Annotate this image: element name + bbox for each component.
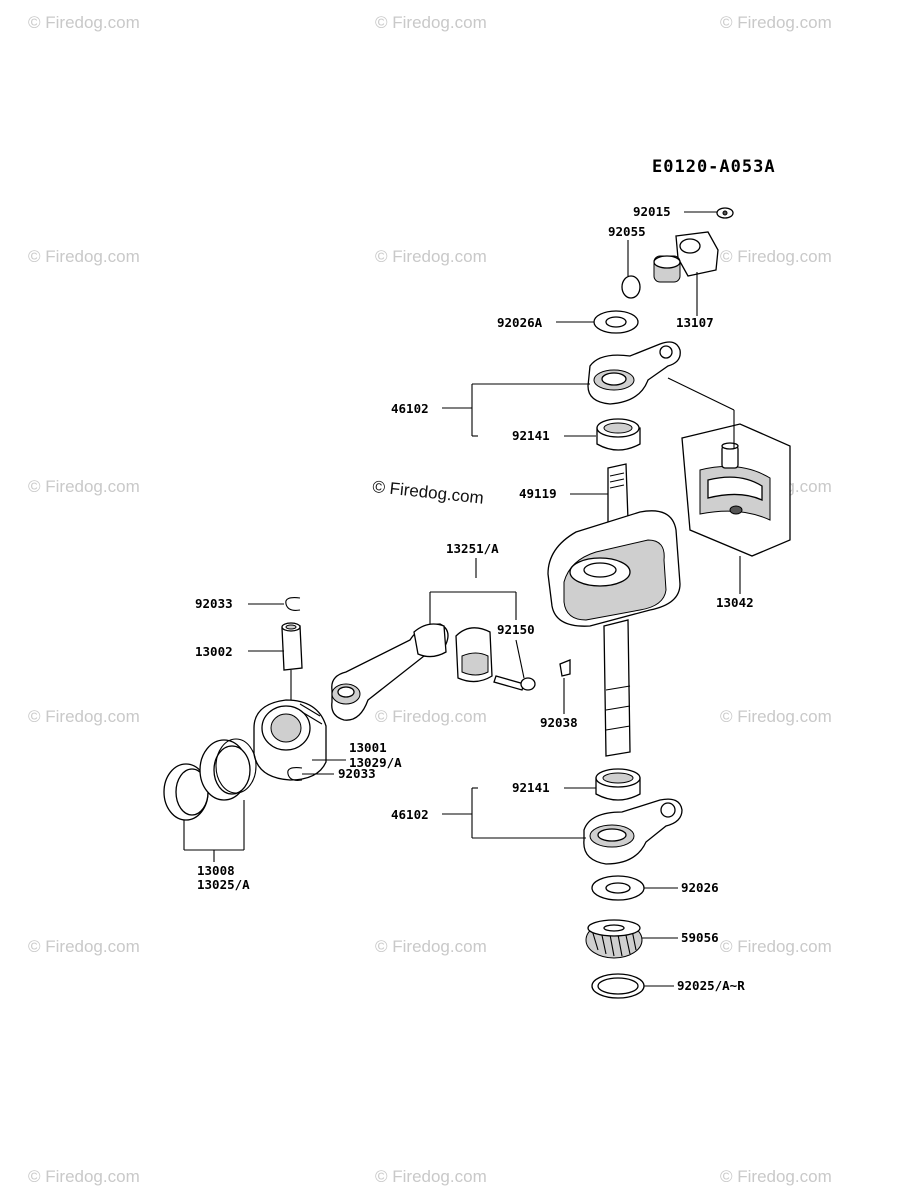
- label-92141-bot[interactable]: 92141: [512, 780, 550, 795]
- center-watermark: © Firedog.com: [372, 477, 485, 508]
- diagram-code: E0120-A053A: [652, 157, 776, 177]
- label-92026[interactable]: 92026: [681, 880, 719, 895]
- part-92055-drawing: [621, 275, 641, 299]
- part-13008-drawing: [163, 738, 257, 821]
- label-46102-bot[interactable]: 46102: [391, 807, 429, 822]
- watermark: © Firedog.com: [375, 707, 487, 726]
- watermark-grid: © Firedog.com © Firedog.com © Firedog.co…: [28, 13, 832, 1186]
- part-46102-top-drawing: [587, 341, 681, 405]
- label-13251A[interactable]: 13251/A: [446, 541, 499, 556]
- label-13042[interactable]: 13042: [716, 595, 754, 610]
- part-59056-drawing: [585, 919, 643, 959]
- label-46102-top[interactable]: 46102: [391, 401, 429, 416]
- label-92015[interactable]: 92015: [633, 204, 671, 219]
- part-13042-drawing: [681, 423, 791, 557]
- watermark: © Firedog.com: [375, 13, 487, 32]
- part-13251A-drawing: [331, 623, 493, 721]
- watermark: © Firedog.com: [375, 937, 487, 956]
- watermark: © Firedog.com: [720, 937, 832, 956]
- part-46102-bot-drawing: [583, 798, 683, 865]
- watermark: © Firedog.com: [28, 1167, 140, 1186]
- part-92026A-drawing: [593, 310, 639, 334]
- watermark: © Firedog.com: [375, 247, 487, 266]
- leader-lines: [183, 211, 741, 987]
- label-13107[interactable]: 13107: [676, 315, 714, 330]
- part-13001-drawing: [253, 699, 327, 781]
- part-92150-drawing: [493, 675, 536, 691]
- label-92141-top[interactable]: 92141: [512, 428, 550, 443]
- label-92025-A-R[interactable]: 92025/A~R: [677, 978, 745, 993]
- label-92055[interactable]: 92055: [608, 224, 646, 239]
- watermark: © Firedog.com: [28, 477, 140, 496]
- label-13029A[interactable]: 13029/A: [349, 755, 402, 770]
- watermark: © Firedog.com: [720, 13, 832, 32]
- label-13008[interactable]: 13008: [197, 863, 235, 878]
- part-labels: 92015 92055 92026A 13107 46102 92141 491…: [195, 204, 754, 993]
- part-92015-drawing: [716, 207, 734, 219]
- label-92033-bot[interactable]: 92033: [338, 766, 376, 781]
- part-13107-drawing: [653, 231, 719, 283]
- label-49119[interactable]: 49119: [519, 486, 557, 501]
- watermark: © Firedog.com: [720, 247, 832, 266]
- part-13002-drawing: [281, 622, 303, 671]
- label-13001[interactable]: 13001: [349, 740, 387, 755]
- part-92033-bot-drawing: [287, 767, 303, 781]
- watermark: © Firedog.com: [28, 247, 140, 266]
- label-59056[interactable]: 59056: [681, 930, 719, 945]
- watermark: © Firedog.com: [28, 707, 140, 726]
- part-92025-drawing: [591, 973, 645, 999]
- label-13002[interactable]: 13002: [195, 644, 233, 659]
- label-92150[interactable]: 92150: [497, 622, 535, 637]
- part-92141-bot-drawing: [595, 768, 641, 801]
- part-92033-top-drawing: [285, 597, 301, 611]
- part-92038-drawing: [559, 659, 571, 677]
- watermark: © Firedog.com: [28, 13, 140, 32]
- watermark: © Firedog.com: [375, 1167, 487, 1186]
- watermark: © Firedog.com: [720, 1167, 832, 1186]
- part-92026-drawing: [591, 875, 645, 901]
- part-92141-top-drawing: [596, 418, 641, 451]
- label-92026A[interactable]: 92026A: [497, 315, 543, 330]
- label-92038[interactable]: 92038: [540, 715, 578, 730]
- watermark: © Firedog.com: [28, 937, 140, 956]
- label-13025A[interactable]: 13025/A: [197, 877, 250, 892]
- label-92033-top[interactable]: 92033: [195, 596, 233, 611]
- part-49119-drawing: [547, 463, 681, 757]
- watermark: © Firedog.com: [720, 707, 832, 726]
